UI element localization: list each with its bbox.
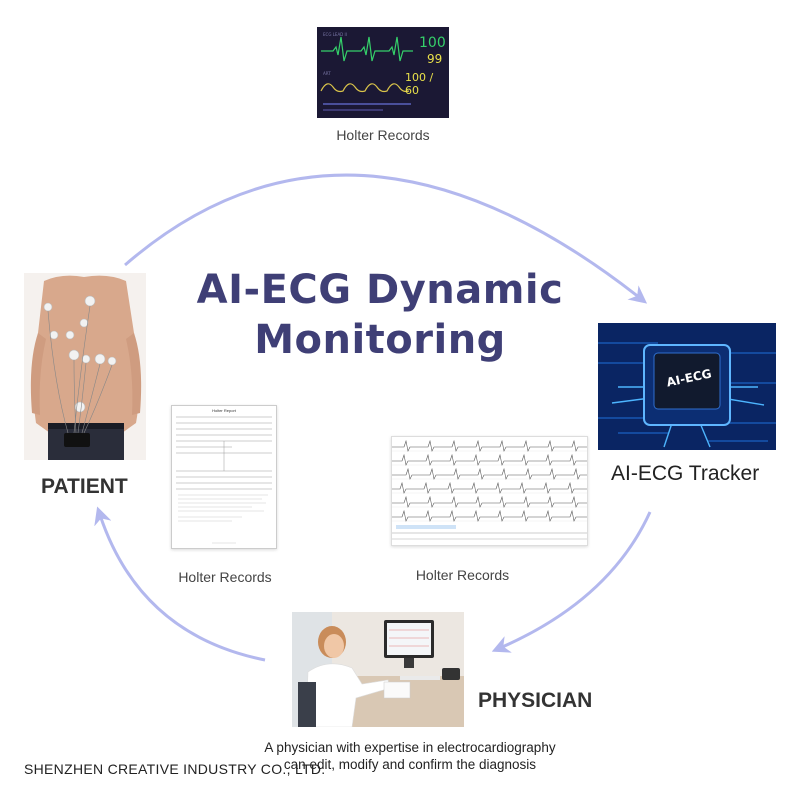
report-caption: Holter Records: [178, 569, 272, 585]
physician-label: PHYSICIAN: [478, 689, 593, 712]
svg-text:ART: ART: [323, 71, 331, 76]
title-line-1: AI-ECG Dynamic: [196, 267, 564, 313]
report-lines: [176, 416, 272, 544]
company-watermark: SHENZHEN CREATIVE INDUSTRY CO., LTD.: [24, 761, 326, 777]
note-line-2: can edit, modify and confirm the diagnos…: [283, 757, 537, 772]
monitor-waveforms: ECG LEAD II ART: [320, 32, 413, 111]
title-line-2: Monitoring: [254, 317, 506, 363]
physician-illustration: [292, 612, 464, 727]
spo2-readout: 99: [427, 52, 443, 66]
ecg-strip-traces: [392, 439, 587, 540]
svg-text:ECG LEAD II: ECG LEAD II: [323, 32, 347, 37]
arc-physician-to-patient: [94, 506, 266, 662]
ecg-strip-caption: Holter Records: [415, 567, 510, 583]
ecg-strip-document: [391, 436, 588, 546]
patient-label: PATIENT: [41, 475, 128, 498]
vital-signs-monitor-image: ECG LEAD II ART 100 99 100 / 60: [317, 27, 449, 118]
note-line-1: A physician with expertise in electrocar…: [264, 740, 556, 755]
chip-illustration: [598, 323, 776, 450]
ai-ecg-chip-image: AI-ECG: [598, 323, 776, 450]
blood-pressure-readout: 100 / 60: [405, 71, 434, 97]
monitor-caption: Holter Records: [336, 127, 430, 143]
physician-note: A physician with expertise in electrocar…: [150, 739, 670, 773]
page-title: AI-ECG Dynamic Monitoring: [140, 265, 620, 365]
holter-report-document: Holter Report: [171, 405, 277, 549]
ai-ecg-tracker-label: AI-ECG Tracker: [611, 462, 760, 485]
patient-illustration: [30, 275, 142, 460]
arc-monitor-to-tracker: [124, 173, 648, 304]
report-heading: Holter Report: [212, 408, 236, 413]
arc-tracker-to-physician: [491, 511, 652, 653]
patient-image: [24, 273, 146, 460]
physician-image: [292, 612, 464, 727]
heart-rate-readout: 100: [419, 35, 446, 51]
